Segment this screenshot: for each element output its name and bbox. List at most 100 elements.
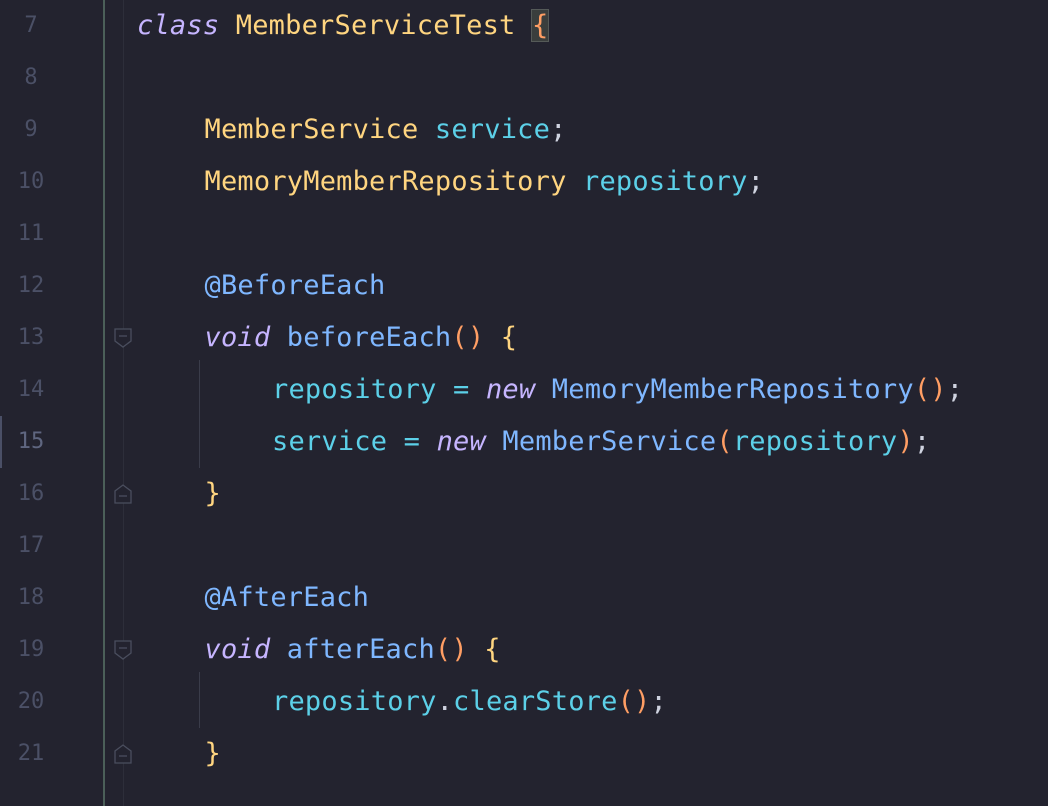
code-text[interactable]: void beforeEach() { <box>205 323 518 353</box>
code-token <box>219 10 235 41</box>
code-text[interactable]: repository.clearStore(); <box>272 687 667 717</box>
code-token: MemoryMemberRepository <box>204 166 567 197</box>
code-token: MemberServiceTest <box>235 10 516 41</box>
code-token <box>418 114 434 145</box>
code-token: @AfterEach <box>204 582 370 613</box>
current-line-marker <box>0 416 2 468</box>
code-token: { <box>530 9 550 42</box>
code-token <box>516 10 532 41</box>
line-number: 7 <box>24 13 38 38</box>
code-token <box>567 166 583 197</box>
code-token <box>270 322 286 353</box>
code-line[interactable]: 16} <box>0 468 1048 520</box>
code-token: service <box>272 426 388 457</box>
code-line[interactable]: 8 <box>0 52 1048 104</box>
code-token: repository <box>272 686 437 717</box>
code-token: () <box>434 634 468 665</box>
code-token: } <box>204 738 221 769</box>
code-line[interactable]: 7 class MemberServiceTest { <box>0 0 1048 52</box>
code-token: clearStore <box>453 686 618 717</box>
code-text[interactable]: class MemberServiceTest { <box>137 9 550 42</box>
indent-guide <box>199 672 200 728</box>
code-line[interactable]: 13 void beforeEach() { <box>0 312 1048 364</box>
code-token: . <box>436 686 454 717</box>
code-line[interactable]: 18 @AfterEach <box>0 572 1048 624</box>
fold-end-icon[interactable] <box>114 484 132 504</box>
line-number: 15 <box>17 429 45 454</box>
line-number: 11 <box>17 221 45 246</box>
code-text[interactable]: void afterEach() { <box>205 635 501 665</box>
code-token: void <box>204 322 271 353</box>
code-token: { <box>484 634 501 665</box>
code-text[interactable]: MemoryMemberRepository repository; <box>205 167 765 197</box>
code-line[interactable]: 19 void afterEach() { <box>0 624 1048 676</box>
code-token: repository <box>583 166 748 197</box>
code-token: MemoryMemberRepository <box>551 374 914 405</box>
code-token: new <box>436 426 486 457</box>
code-token: repository <box>732 426 898 457</box>
code-token: service <box>434 114 551 145</box>
fold-column-line <box>123 0 124 806</box>
code-line[interactable]: 11 <box>0 208 1048 260</box>
code-line[interactable]: 9 MemberService service; <box>0 104 1048 156</box>
line-number: 19 <box>17 637 45 662</box>
code-line[interactable]: 14 repository = new MemoryMemberRepositor… <box>0 364 1048 416</box>
code-token: () <box>913 374 947 405</box>
line-number: 12 <box>17 273 45 298</box>
fold-end-icon[interactable] <box>114 744 132 764</box>
code-token <box>270 634 286 665</box>
code-token <box>535 374 551 405</box>
line-number: 17 <box>17 533 45 558</box>
code-text[interactable]: } <box>205 479 221 509</box>
line-number: 18 <box>17 585 45 610</box>
code-token: class <box>137 10 220 41</box>
code-token: ; <box>747 166 765 197</box>
line-number: 21 <box>17 741 45 766</box>
gutter-divider <box>103 0 105 806</box>
code-text[interactable]: MemberService service; <box>205 115 567 145</box>
code-line[interactable]: 15 service = new MemberService(repository… <box>0 416 1048 468</box>
code-token: void <box>204 634 271 665</box>
code-token <box>468 634 484 665</box>
code-line[interactable]: 10 MemoryMemberRepository repository; <box>0 156 1048 208</box>
code-token: ) <box>897 426 914 457</box>
line-number: 13 <box>17 325 45 350</box>
line-number: 8 <box>24 65 38 90</box>
code-token: ( <box>716 426 733 457</box>
code-text[interactable]: @BeforeEach <box>205 271 386 301</box>
line-number: 14 <box>17 377 45 402</box>
code-text[interactable]: repository = new MemoryMemberRepository(… <box>272 375 963 405</box>
line-number: 10 <box>17 169 45 194</box>
fold-collapse-icon[interactable] <box>114 328 132 348</box>
indent-guide <box>199 360 200 468</box>
code-token: { <box>500 322 518 353</box>
code-text[interactable]: } <box>205 739 221 769</box>
code-line[interactable]: 21} <box>0 728 1048 780</box>
code-token: MemberService <box>502 426 717 457</box>
code-token: @BeforeEach <box>204 270 386 301</box>
code-token: beforeEach <box>286 322 452 353</box>
code-token: = <box>387 426 437 457</box>
code-line[interactable]: 17 <box>0 520 1048 572</box>
line-number: 9 <box>24 117 38 142</box>
code-token: ; <box>913 426 931 457</box>
code-token: = <box>436 374 486 405</box>
code-token: afterEach <box>286 634 435 665</box>
code-text[interactable]: service = new MemberService(repository); <box>272 427 930 457</box>
code-token <box>486 426 502 457</box>
line-number: 20 <box>17 689 45 714</box>
code-token: () <box>617 686 651 717</box>
code-token: ; <box>946 374 964 405</box>
fold-collapse-icon[interactable] <box>114 640 132 660</box>
line-number-gutter <box>0 0 104 806</box>
code-token: ; <box>650 686 667 717</box>
code-token <box>484 322 500 353</box>
code-token: repository <box>272 374 437 405</box>
code-token: ; <box>550 114 567 145</box>
code-token: new <box>485 374 536 405</box>
code-line[interactable]: 20 repository.clearStore(); <box>0 676 1048 728</box>
code-text[interactable]: @AfterEach <box>205 583 370 613</box>
line-number: 16 <box>17 481 45 506</box>
code-line[interactable]: 12 @BeforeEach <box>0 260 1048 312</box>
